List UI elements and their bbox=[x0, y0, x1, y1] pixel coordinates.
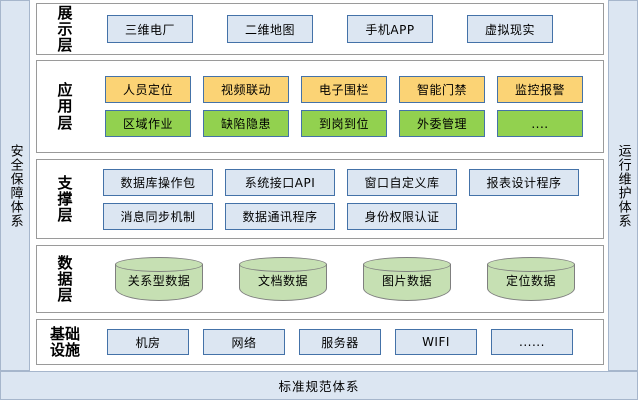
node-server[interactable]: 服务器 bbox=[299, 329, 381, 355]
node-machine-room[interactable]: 机房 bbox=[107, 329, 189, 355]
layer-support-label: 支 撑 层 bbox=[37, 175, 93, 224]
node-monitoring-alarm[interactable]: 监控报警 bbox=[497, 76, 583, 103]
layer-label-char: 支 bbox=[57, 173, 73, 192]
layer-label-char: 展 bbox=[57, 3, 73, 22]
node-application-more[interactable]: .... bbox=[497, 110, 583, 137]
node-defect-hazard[interactable]: 缺陷隐患 bbox=[203, 110, 289, 137]
layer-presentation: 展 示 层 三维电厂 二维地图 手机APP 虚拟现实 bbox=[36, 3, 604, 55]
cylinder-relational-data[interactable]: 关系型数据 bbox=[115, 257, 203, 301]
node-electronic-fence[interactable]: 电子围栏 bbox=[301, 76, 387, 103]
node-infrastructure-more[interactable]: ...... bbox=[491, 329, 573, 355]
node-system-interface-api[interactable]: 系统接口API bbox=[225, 168, 335, 196]
layer-support: 支 撑 层 数据库操作包 系统接口API 窗口自定义库 报表设计程序 消息同步机… bbox=[36, 159, 604, 239]
layer-label-char: 层 bbox=[57, 286, 73, 305]
layer-label-char: 示 bbox=[57, 19, 73, 38]
right-side-bar-label: 运行维护体系 bbox=[615, 143, 631, 228]
layer-data-body: 关系型数据 文档数据 图片数据 定位数据 bbox=[93, 246, 603, 312]
cylinder-document-data[interactable]: 文档数据 bbox=[239, 257, 327, 301]
node-3d-plant[interactable]: 三维电厂 bbox=[107, 15, 193, 43]
layer-label-char: 撑 bbox=[57, 189, 73, 208]
node-database-operation-package[interactable]: 数据库操作包 bbox=[103, 168, 213, 196]
node-row: 三维电厂 二维地图 手机APP 虚拟现实 bbox=[93, 15, 597, 43]
layer-label-char: 层 bbox=[57, 36, 73, 55]
layer-support-body: 数据库操作包 系统接口API 窗口自定义库 报表设计程序 消息同步机制 数据通讯… bbox=[93, 160, 603, 238]
node-post-attendance[interactable]: 到岗到位 bbox=[301, 110, 387, 137]
node-report-design-program[interactable]: 报表设计程序 bbox=[469, 168, 579, 196]
node-message-sync-mechanism[interactable]: 消息同步机制 bbox=[103, 202, 213, 230]
layer-label-char: 应 bbox=[57, 81, 73, 100]
layer-label-char: 用 bbox=[57, 97, 73, 116]
layer-label-char: 层 bbox=[57, 113, 73, 132]
node-video-linkage[interactable]: 视频联动 bbox=[203, 76, 289, 103]
node-row: 关系型数据 文档数据 图片数据 定位数据 bbox=[93, 257, 597, 301]
layer-label-char: 基础 bbox=[49, 324, 80, 343]
node-row: 消息同步机制 数据通讯程序 身份权限认证 bbox=[93, 202, 597, 230]
layer-application: 应 用 层 人员定位 视频联动 电子围栏 智能门禁 监控报警 区域作业 缺陷隐患… bbox=[36, 60, 604, 153]
node-support-placeholder bbox=[469, 203, 579, 230]
node-smart-access-control[interactable]: 智能门禁 bbox=[399, 76, 485, 103]
layer-application-body: 人员定位 视频联动 电子围栏 智能门禁 监控报警 区域作业 缺陷隐患 到岗到位 … bbox=[93, 61, 603, 152]
cylinder-top-ellipse bbox=[115, 257, 203, 272]
node-identity-permission-auth[interactable]: 身份权限认证 bbox=[347, 202, 457, 230]
node-data-communication-program[interactable]: 数据通讯程序 bbox=[225, 202, 335, 230]
node-mobile-app[interactable]: 手机APP bbox=[347, 15, 433, 43]
cylinder-top-ellipse bbox=[239, 257, 327, 272]
left-side-bar-label: 安全保障体系 bbox=[7, 143, 23, 228]
cylinder-image-data[interactable]: 图片数据 bbox=[363, 257, 451, 301]
node-2d-map[interactable]: 二维地图 bbox=[227, 15, 313, 43]
layer-presentation-body: 三维电厂 二维地图 手机APP 虚拟现实 bbox=[93, 4, 603, 54]
cylinder-label: 定位数据 bbox=[505, 273, 556, 288]
cylinder-top-ellipse bbox=[487, 257, 575, 272]
node-row: 机房 网络 服务器 WIFI ...... bbox=[93, 329, 597, 355]
layer-data-label: 数 据 层 bbox=[37, 255, 93, 304]
layer-label-char: 层 bbox=[57, 206, 73, 225]
cylinder-label: 关系型数据 bbox=[127, 273, 191, 288]
bottom-bar-standard-specification: 标准规范体系 bbox=[0, 371, 638, 400]
cylinder-top-ellipse bbox=[363, 257, 451, 272]
node-network[interactable]: 网络 bbox=[203, 329, 285, 355]
layer-label-char: 据 bbox=[57, 269, 73, 288]
cylinder-label: 图片数据 bbox=[381, 273, 432, 288]
layer-presentation-label: 展 示 层 bbox=[37, 5, 93, 54]
bottom-bar-label: 标准规范体系 bbox=[278, 379, 360, 394]
node-personnel-positioning[interactable]: 人员定位 bbox=[105, 76, 191, 103]
node-outsourcing-management[interactable]: 外委管理 bbox=[399, 110, 485, 137]
layer-label-char: 设施 bbox=[49, 341, 80, 359]
layer-infrastructure: 基础 设施 机房 网络 服务器 WIFI ...... bbox=[36, 319, 604, 365]
cylinder-label: 文档数据 bbox=[257, 273, 308, 288]
node-area-operation[interactable]: 区域作业 bbox=[105, 110, 191, 137]
right-side-bar-operation-maintenance: 运行维护体系 bbox=[608, 0, 638, 371]
layer-label-char: 数 bbox=[57, 253, 73, 272]
node-virtual-reality[interactable]: 虚拟现实 bbox=[467, 15, 553, 43]
node-window-custom-library[interactable]: 窗口自定义库 bbox=[347, 168, 457, 196]
left-side-bar-security-assurance: 安全保障体系 bbox=[0, 0, 30, 371]
layer-infrastructure-body: 机房 网络 服务器 WIFI ...... bbox=[93, 320, 603, 364]
cylinder-location-data[interactable]: 定位数据 bbox=[487, 257, 575, 301]
layer-data: 数 据 层 关系型数据 文档数据 图片 bbox=[36, 245, 604, 313]
node-row: 区域作业 缺陷隐患 到岗到位 外委管理 .... bbox=[93, 110, 597, 137]
node-row: 人员定位 视频联动 电子围栏 智能门禁 监控报警 bbox=[93, 76, 597, 103]
layer-application-label: 应 用 层 bbox=[37, 82, 93, 131]
node-row: 数据库操作包 系统接口API 窗口自定义库 报表设计程序 bbox=[93, 168, 597, 196]
node-wifi[interactable]: WIFI bbox=[395, 329, 477, 355]
layer-infrastructure-label: 基础 设施 bbox=[37, 324, 93, 359]
